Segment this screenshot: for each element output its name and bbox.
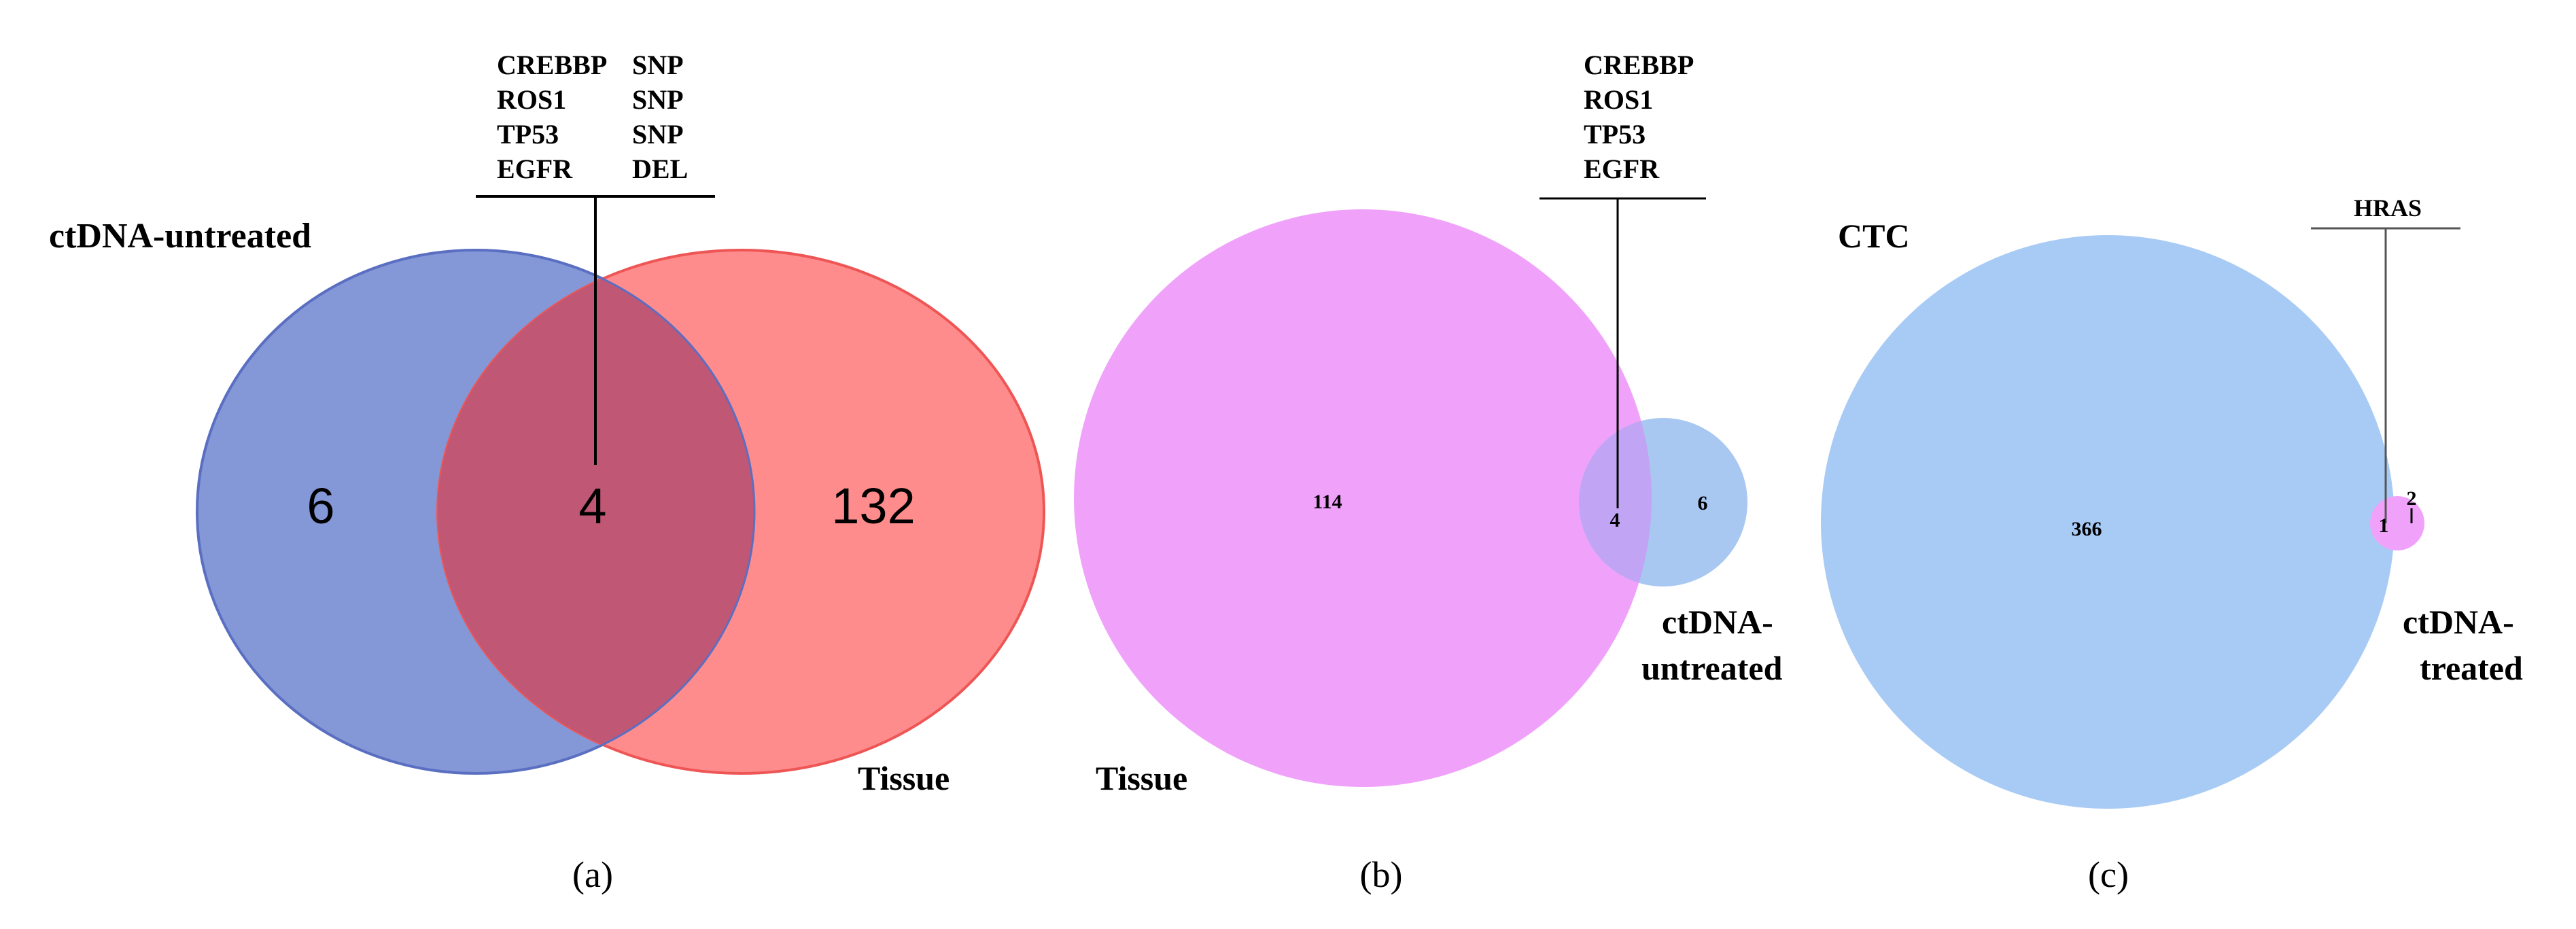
- big-set-label: CTC: [1838, 217, 1910, 255]
- small-set-label-line1: ctDNA-: [1662, 603, 1773, 641]
- small-only-count: 6: [1698, 492, 1708, 514]
- left-set-label: ctDNA-untreated: [49, 217, 311, 256]
- callout-gene-1: CREBBP: [497, 50, 607, 80]
- caption-b: (b): [1360, 854, 1403, 895]
- callout-gene-4: EGFR: [1584, 154, 1660, 184]
- left-only-count: 6: [307, 478, 334, 534]
- callout-type-3: SNP: [632, 119, 684, 150]
- overlap-count: 4: [578, 478, 606, 534]
- big-only-count: 114: [1312, 491, 1342, 513]
- callout-gene-2: ROS1: [497, 84, 566, 115]
- callout-type-1: SNP: [632, 50, 684, 80]
- callout-gene-1: CREBBP: [1584, 50, 1694, 80]
- big-set-label: Tissue: [1096, 759, 1187, 797]
- panel-b: CREBBP ROS1 TP53 EGFR Tissue ctDNA- untr…: [1074, 50, 1783, 895]
- callout-gene-3: TP53: [497, 119, 559, 150]
- small-set-label-line2: treated: [2420, 649, 2523, 687]
- callout-gene-2: ROS1: [1584, 84, 1653, 115]
- right-only-count: 132: [831, 478, 915, 534]
- right-set-label: Tissue: [858, 759, 950, 797]
- callout-type-4: DEL: [632, 154, 688, 184]
- small-set-label-line1: ctDNA-: [2403, 603, 2514, 641]
- callout-gene-3: TP53: [1584, 119, 1646, 150]
- small-only-count: 2: [2407, 487, 2417, 510]
- overlap-region: [438, 250, 754, 773]
- ctdna-untreated-outline: [196, 249, 756, 775]
- ctc-circle: [1821, 235, 2395, 809]
- small-set-label-line2: untreated: [1641, 649, 1783, 687]
- overlap-count: 4: [1610, 509, 1620, 531]
- tissue-circle: [1074, 209, 1652, 787]
- caption-c: (c): [2088, 854, 2129, 895]
- overlap-count: 1: [2379, 514, 2389, 537]
- overlap-region: [1579, 418, 1652, 586]
- caption-a: (a): [572, 854, 613, 895]
- callout-type-2: SNP: [632, 84, 684, 115]
- callout-gene-4: EGFR: [497, 154, 573, 184]
- big-only-count: 366: [2072, 518, 2102, 540]
- panel-c: HRAS CTC ctDNA- treated 366 1 2 (c): [1821, 194, 2523, 895]
- callout-gene-1: HRAS: [2354, 194, 2422, 222]
- panel-a: CREBBP SNP ROS1 SNP TP53 SNP EGFR DEL ct…: [49, 50, 1045, 895]
